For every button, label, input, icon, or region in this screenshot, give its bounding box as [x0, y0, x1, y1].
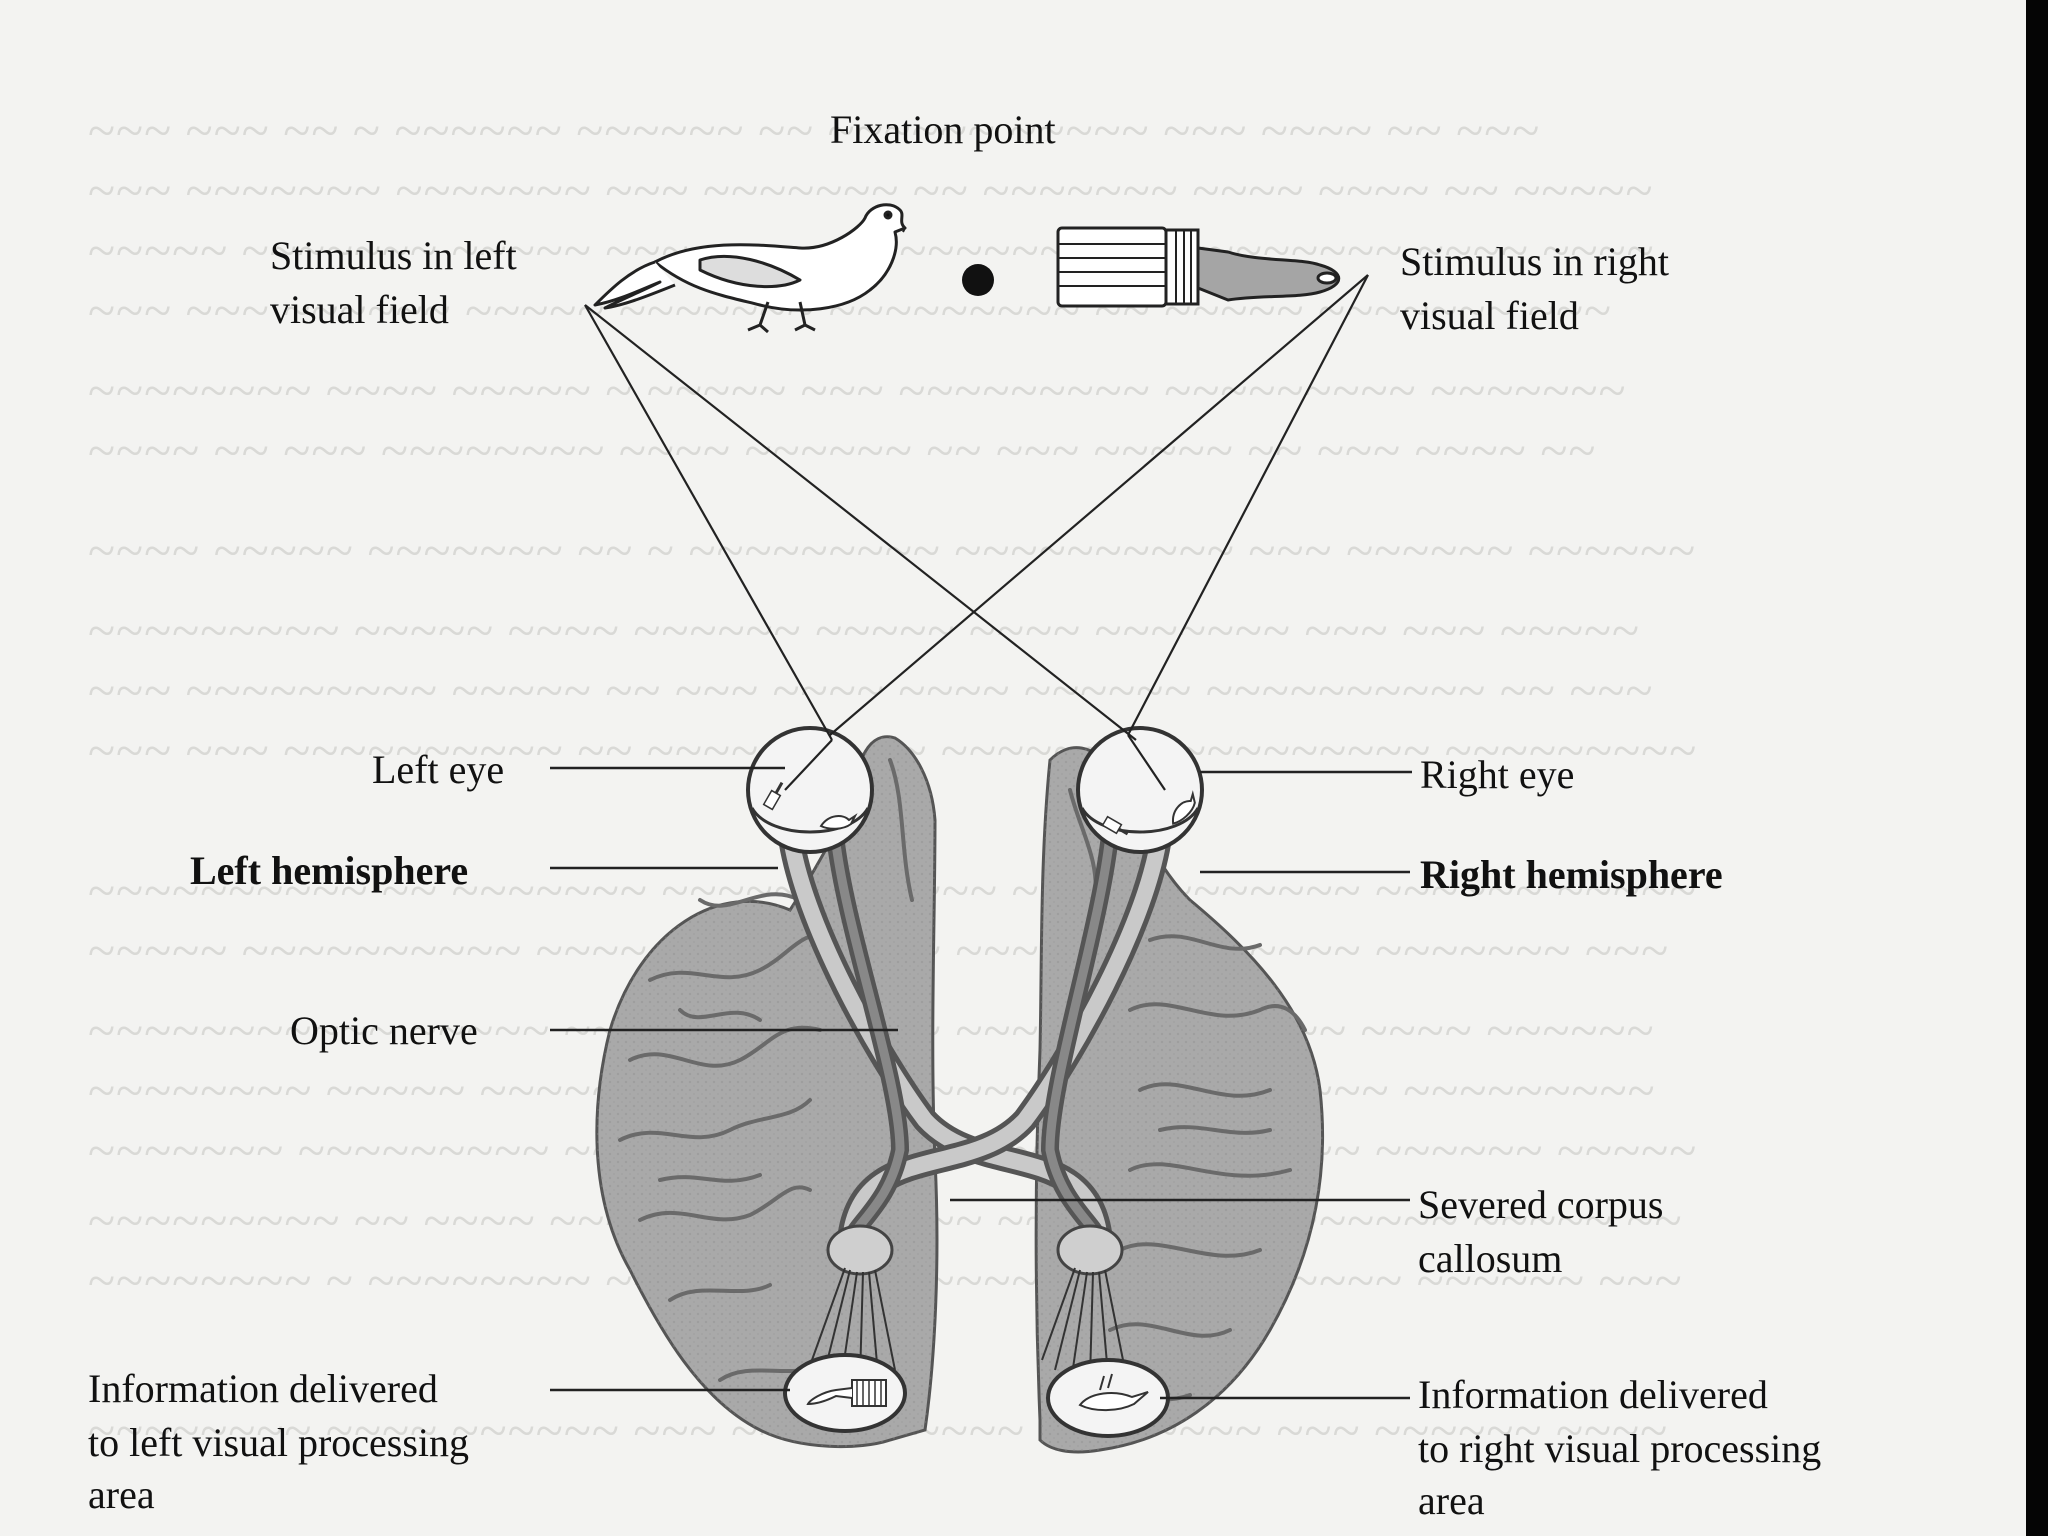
info-right-label-line2: to right visual processing [1418, 1426, 1822, 1471]
info-left-label-line3: area [88, 1472, 155, 1517]
right-hemisphere-shape [1034, 746, 1325, 1454]
left-visual-processing-area [783, 1353, 907, 1433]
corpus-callosum-label-line2: callosum [1418, 1236, 1563, 1281]
bird-icon [593, 203, 907, 334]
left-hemisphere-label: Left hemisphere [190, 848, 469, 893]
page-edge-shadow [2026, 0, 2048, 1536]
info-right-label-line1: Information delivered [1418, 1372, 1768, 1417]
right-hemisphere-label: Right hemisphere [1420, 852, 1723, 897]
info-left-label-line2: to left visual processing [88, 1420, 470, 1465]
info-left-label-line1: Information delivered [88, 1366, 438, 1411]
stimulus-left-label-line1: Stimulus in left [270, 233, 517, 278]
optic-pathways [777, 817, 1173, 1253]
fixation-point-label: Fixation point [830, 107, 1056, 152]
right-eye-label: Right eye [1420, 752, 1575, 797]
fixation-dot-icon [962, 264, 994, 296]
stimulus-left-label-line2: visual field [270, 287, 449, 332]
left-eye-label: Left eye [372, 747, 505, 792]
left-eye-shape [746, 726, 874, 854]
corpus-callosum-label-line1: Severed corpus [1418, 1182, 1664, 1227]
right-eye-shape [1076, 726, 1204, 854]
info-right-label-line3: area [1418, 1478, 1485, 1523]
stimulus-right-label-line1: Stimulus in right [1400, 239, 1669, 284]
optic-nerve-label: Optic nerve [290, 1008, 478, 1053]
sight-lines [584, 274, 1369, 791]
leader-lines [550, 766, 1412, 1400]
paintbrush-icon [1056, 226, 1341, 308]
right-visual-processing-area [1046, 1358, 1170, 1438]
stimulus-right-label-line2: visual field [1400, 293, 1579, 338]
